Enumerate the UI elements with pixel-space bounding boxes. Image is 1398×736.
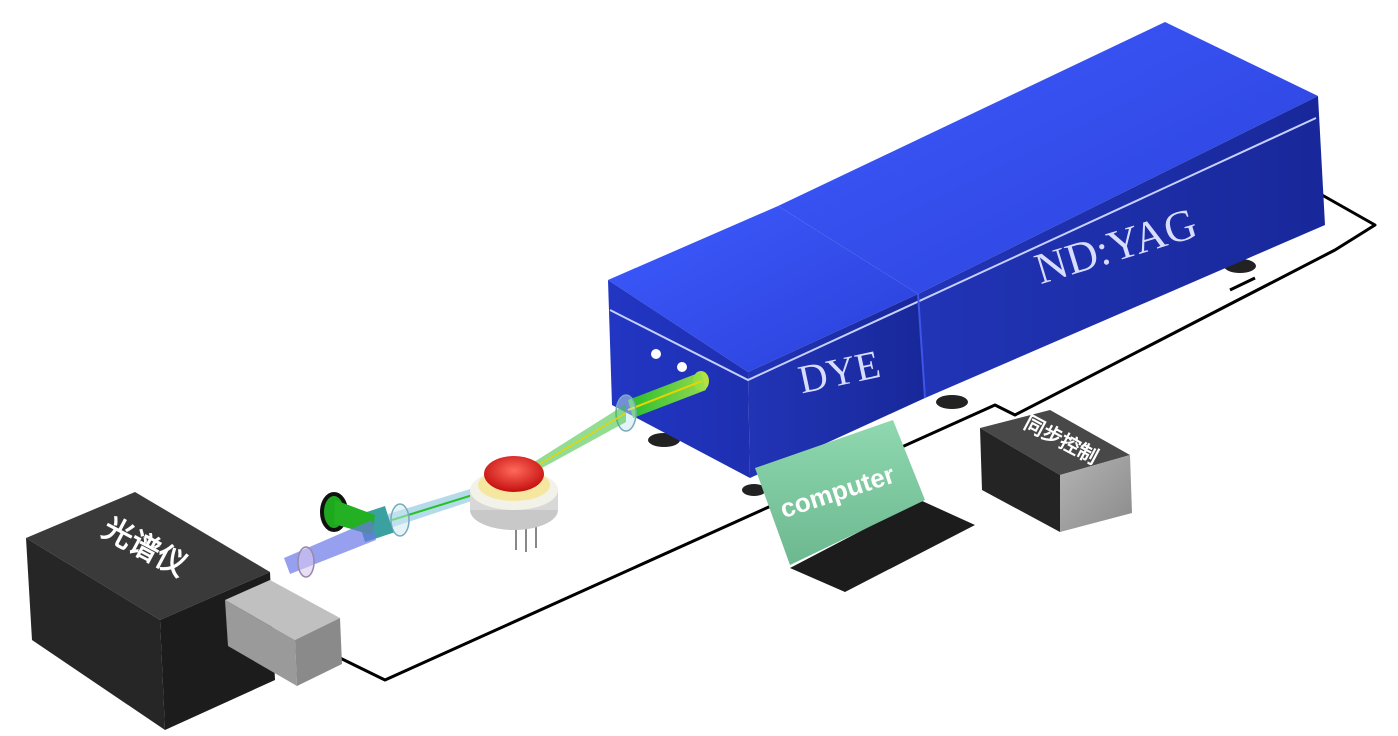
laser-system: ND:YAG DYE xyxy=(608,22,1325,496)
dye-top xyxy=(608,206,918,372)
camera-side xyxy=(295,618,342,686)
ndyag-top xyxy=(778,22,1318,294)
trim-seam xyxy=(917,293,926,399)
dye-side xyxy=(748,294,925,478)
ndyag-side xyxy=(918,96,1325,398)
sample-holder xyxy=(470,456,558,552)
spectrometer-front xyxy=(26,538,165,730)
optical-lens xyxy=(390,503,410,537)
computer-base xyxy=(790,500,975,592)
port-hole xyxy=(651,349,661,359)
laser-foot xyxy=(936,395,968,409)
beam-cone-to-sample xyxy=(515,404,626,480)
sample-red-dome xyxy=(484,456,544,492)
camera-top xyxy=(225,580,340,640)
laser-foot xyxy=(742,484,766,496)
computer: computer xyxy=(755,420,975,592)
computer-screen xyxy=(755,420,925,565)
cable-lines xyxy=(339,193,1377,682)
port-hole xyxy=(677,362,687,372)
optical-lens xyxy=(297,546,315,578)
sync-control-box: 同步控制 xyxy=(980,410,1132,532)
dye-front xyxy=(608,280,750,478)
spectrometer: 光谱仪 xyxy=(26,492,342,730)
cable-sync xyxy=(1229,276,1256,292)
beam-yellow-core xyxy=(627,380,703,411)
spectrometer-top xyxy=(26,492,270,620)
cable-main xyxy=(339,193,1377,682)
trim-line xyxy=(609,117,1317,382)
camera-front xyxy=(225,600,297,686)
